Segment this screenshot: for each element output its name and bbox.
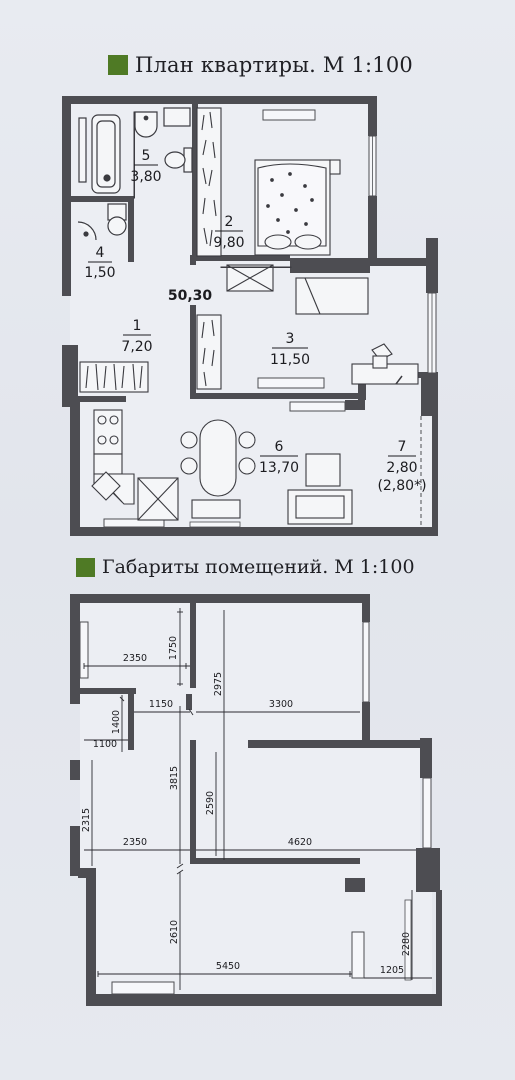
- green-square-icon: [108, 55, 128, 75]
- green-square-icon: [76, 557, 95, 577]
- svg-text:13,70: 13,70: [259, 460, 299, 476]
- svg-text:4620: 4620: [288, 837, 312, 848]
- room-4-label: 4 1,50: [84, 245, 115, 281]
- svg-text:4: 4: [96, 245, 105, 261]
- svg-text:2280: 2280: [401, 932, 412, 956]
- svg-text:2350: 2350: [123, 837, 147, 848]
- dim-interior-walls: [78, 602, 420, 876]
- room-7-label: 7 2,80 (2,80*): [377, 439, 426, 494]
- exterior-walls: [62, 96, 438, 536]
- dim-windows: [79, 621, 432, 995]
- bathroom-fixtures: [77, 107, 193, 241]
- svg-text:3,80: 3,80: [130, 169, 161, 185]
- apartment-plan: 5 3,80 4 1,50 2 9,80 50,30 1: [62, 96, 438, 536]
- svg-text:6: 6: [275, 439, 284, 455]
- svg-text:2350: 2350: [123, 653, 147, 664]
- total-area-label: 50,30: [168, 288, 213, 304]
- svg-text:2610: 2610: [169, 920, 180, 944]
- svg-text:1750: 1750: [168, 636, 179, 660]
- dimension-values: 2350 1750 2975 1150 3300 1400 1100 3815 …: [81, 636, 412, 976]
- svg-text:7: 7: [398, 439, 407, 455]
- svg-text:3300: 3300: [269, 699, 293, 710]
- svg-text:2590: 2590: [205, 791, 216, 815]
- kitchen: [91, 409, 353, 525]
- svg-text:3: 3: [286, 331, 295, 347]
- svg-text:1: 1: [133, 318, 142, 334]
- windows: [103, 109, 437, 528]
- svg-text:3815: 3815: [169, 766, 180, 790]
- svg-text:5: 5: [142, 148, 151, 164]
- room-6-label: 6 13,70: [259, 439, 299, 476]
- interior-walls: [70, 103, 424, 402]
- dimensions-title: Габариты помещений. М 1:100: [76, 556, 415, 578]
- dimensions-plan: 2350 1750 2975 1150 3300 1400 1100 3815 …: [70, 594, 442, 1006]
- svg-text:(2,80*): (2,80*): [377, 478, 426, 494]
- svg-text:7,20: 7,20: [121, 339, 152, 355]
- svg-text:5450: 5450: [216, 961, 240, 972]
- room-5-label: 5 3,80: [130, 148, 161, 185]
- room-1-label: 1 7,20: [121, 318, 152, 355]
- plan-title: План квартиры. М 1:100: [108, 53, 413, 77]
- svg-text:9,80: 9,80: [213, 235, 244, 251]
- svg-text:2975: 2975: [213, 672, 224, 696]
- door-openings: [133, 111, 292, 268]
- svg-text:2,80: 2,80: [386, 460, 417, 476]
- bedroom-furniture: [254, 159, 419, 385]
- svg-text:2315: 2315: [81, 808, 92, 832]
- room-2-label: 2 9,80: [213, 214, 244, 251]
- svg-text:2: 2: [225, 214, 234, 230]
- svg-text:11,50: 11,50: [270, 352, 310, 368]
- svg-text:1100: 1100: [93, 739, 117, 750]
- room-3-label: 3 11,50: [270, 331, 310, 368]
- plan-title-text: План квартиры. М 1:100: [135, 53, 413, 77]
- dimensions-title-text: Габариты помещений. М 1:100: [102, 556, 415, 578]
- dimension-lines: [83, 608, 432, 990]
- svg-text:1400: 1400: [111, 710, 122, 734]
- room-labels: 5 3,80 4 1,50 2 9,80 50,30 1: [84, 148, 426, 494]
- svg-text:1,50: 1,50: [84, 265, 115, 281]
- svg-text:1150: 1150: [149, 699, 173, 710]
- svg-text:1205: 1205: [380, 965, 404, 976]
